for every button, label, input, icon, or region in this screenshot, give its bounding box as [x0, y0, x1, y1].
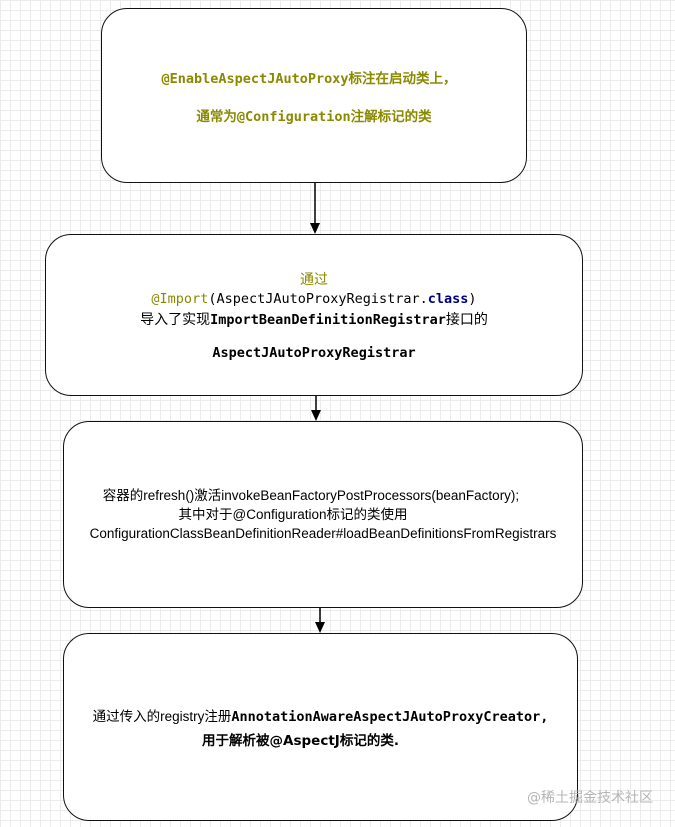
step-3-line-1: 容器的refresh()激活invokeBeanFactoryPostProce… — [102, 488, 520, 503]
class-keyword: class — [427, 291, 469, 307]
import-argument: (AspectJAutoProxyRegistrar. — [208, 291, 428, 307]
step-2-line-3: 导入了实现ImportBeanDefinitionRegistrar接口的 — [140, 309, 488, 329]
import-interface: ImportBeanDefinitionRegistrar — [210, 312, 446, 328]
step-3-line-3: ConfigurationClassBeanDefinitionReader#l… — [89, 526, 557, 541]
watermark-text: @稀土掘金技术社区 — [527, 790, 653, 806]
import-suffix: 接口的 — [445, 312, 488, 328]
step-1-line-1: @EnableAspectJAutoProxy标注在启动类上， — [161, 70, 457, 87]
step-1-box: @EnableAspectJAutoProxy标注在启动类上， 通常为@Conf… — [101, 8, 527, 183]
step-2-line-4: AspectJAutoProxyRegistrar — [212, 345, 416, 361]
register-prefix: 通过传入的registry注册 — [92, 709, 232, 724]
arrow-step2-to-step3 — [311, 396, 321, 421]
step-3-box: 容器的refresh()激活invokeBeanFactoryPostProce… — [63, 421, 583, 608]
step-4-line-2: 用于解析被@AspectJ标记的类. — [202, 733, 399, 749]
step-3-line-2: 其中对于@Configuration标记的类使用 — [178, 507, 408, 522]
step-2-line-2: @Import(AspectJAutoProxyRegistrar.class) — [151, 291, 476, 307]
step-1-line-2: 通常为@Configuration注解标记的类 — [196, 108, 432, 125]
import-close-paren: ) — [468, 291, 477, 307]
step-4-line-1: 通过传入的registry注册AnnotationAwareAspectJAut… — [93, 705, 549, 725]
creator-class-name: AnnotationAwareAspectJAutoProxyCreator, — [231, 709, 549, 725]
import-prefix: 导入了实现 — [140, 312, 211, 328]
step-2-box: 通过 @Import(AspectJAutoProxyRegistrar.cla… — [45, 234, 583, 396]
import-annotation: @Import — [151, 291, 209, 307]
arrow-step1-to-step2 — [310, 183, 320, 234]
step-2-line-1: 通过 — [300, 272, 328, 288]
step-4-box: 通过传入的registry注册AnnotationAwareAspectJAut… — [63, 633, 578, 821]
arrow-step3-to-step4 — [315, 608, 325, 633]
